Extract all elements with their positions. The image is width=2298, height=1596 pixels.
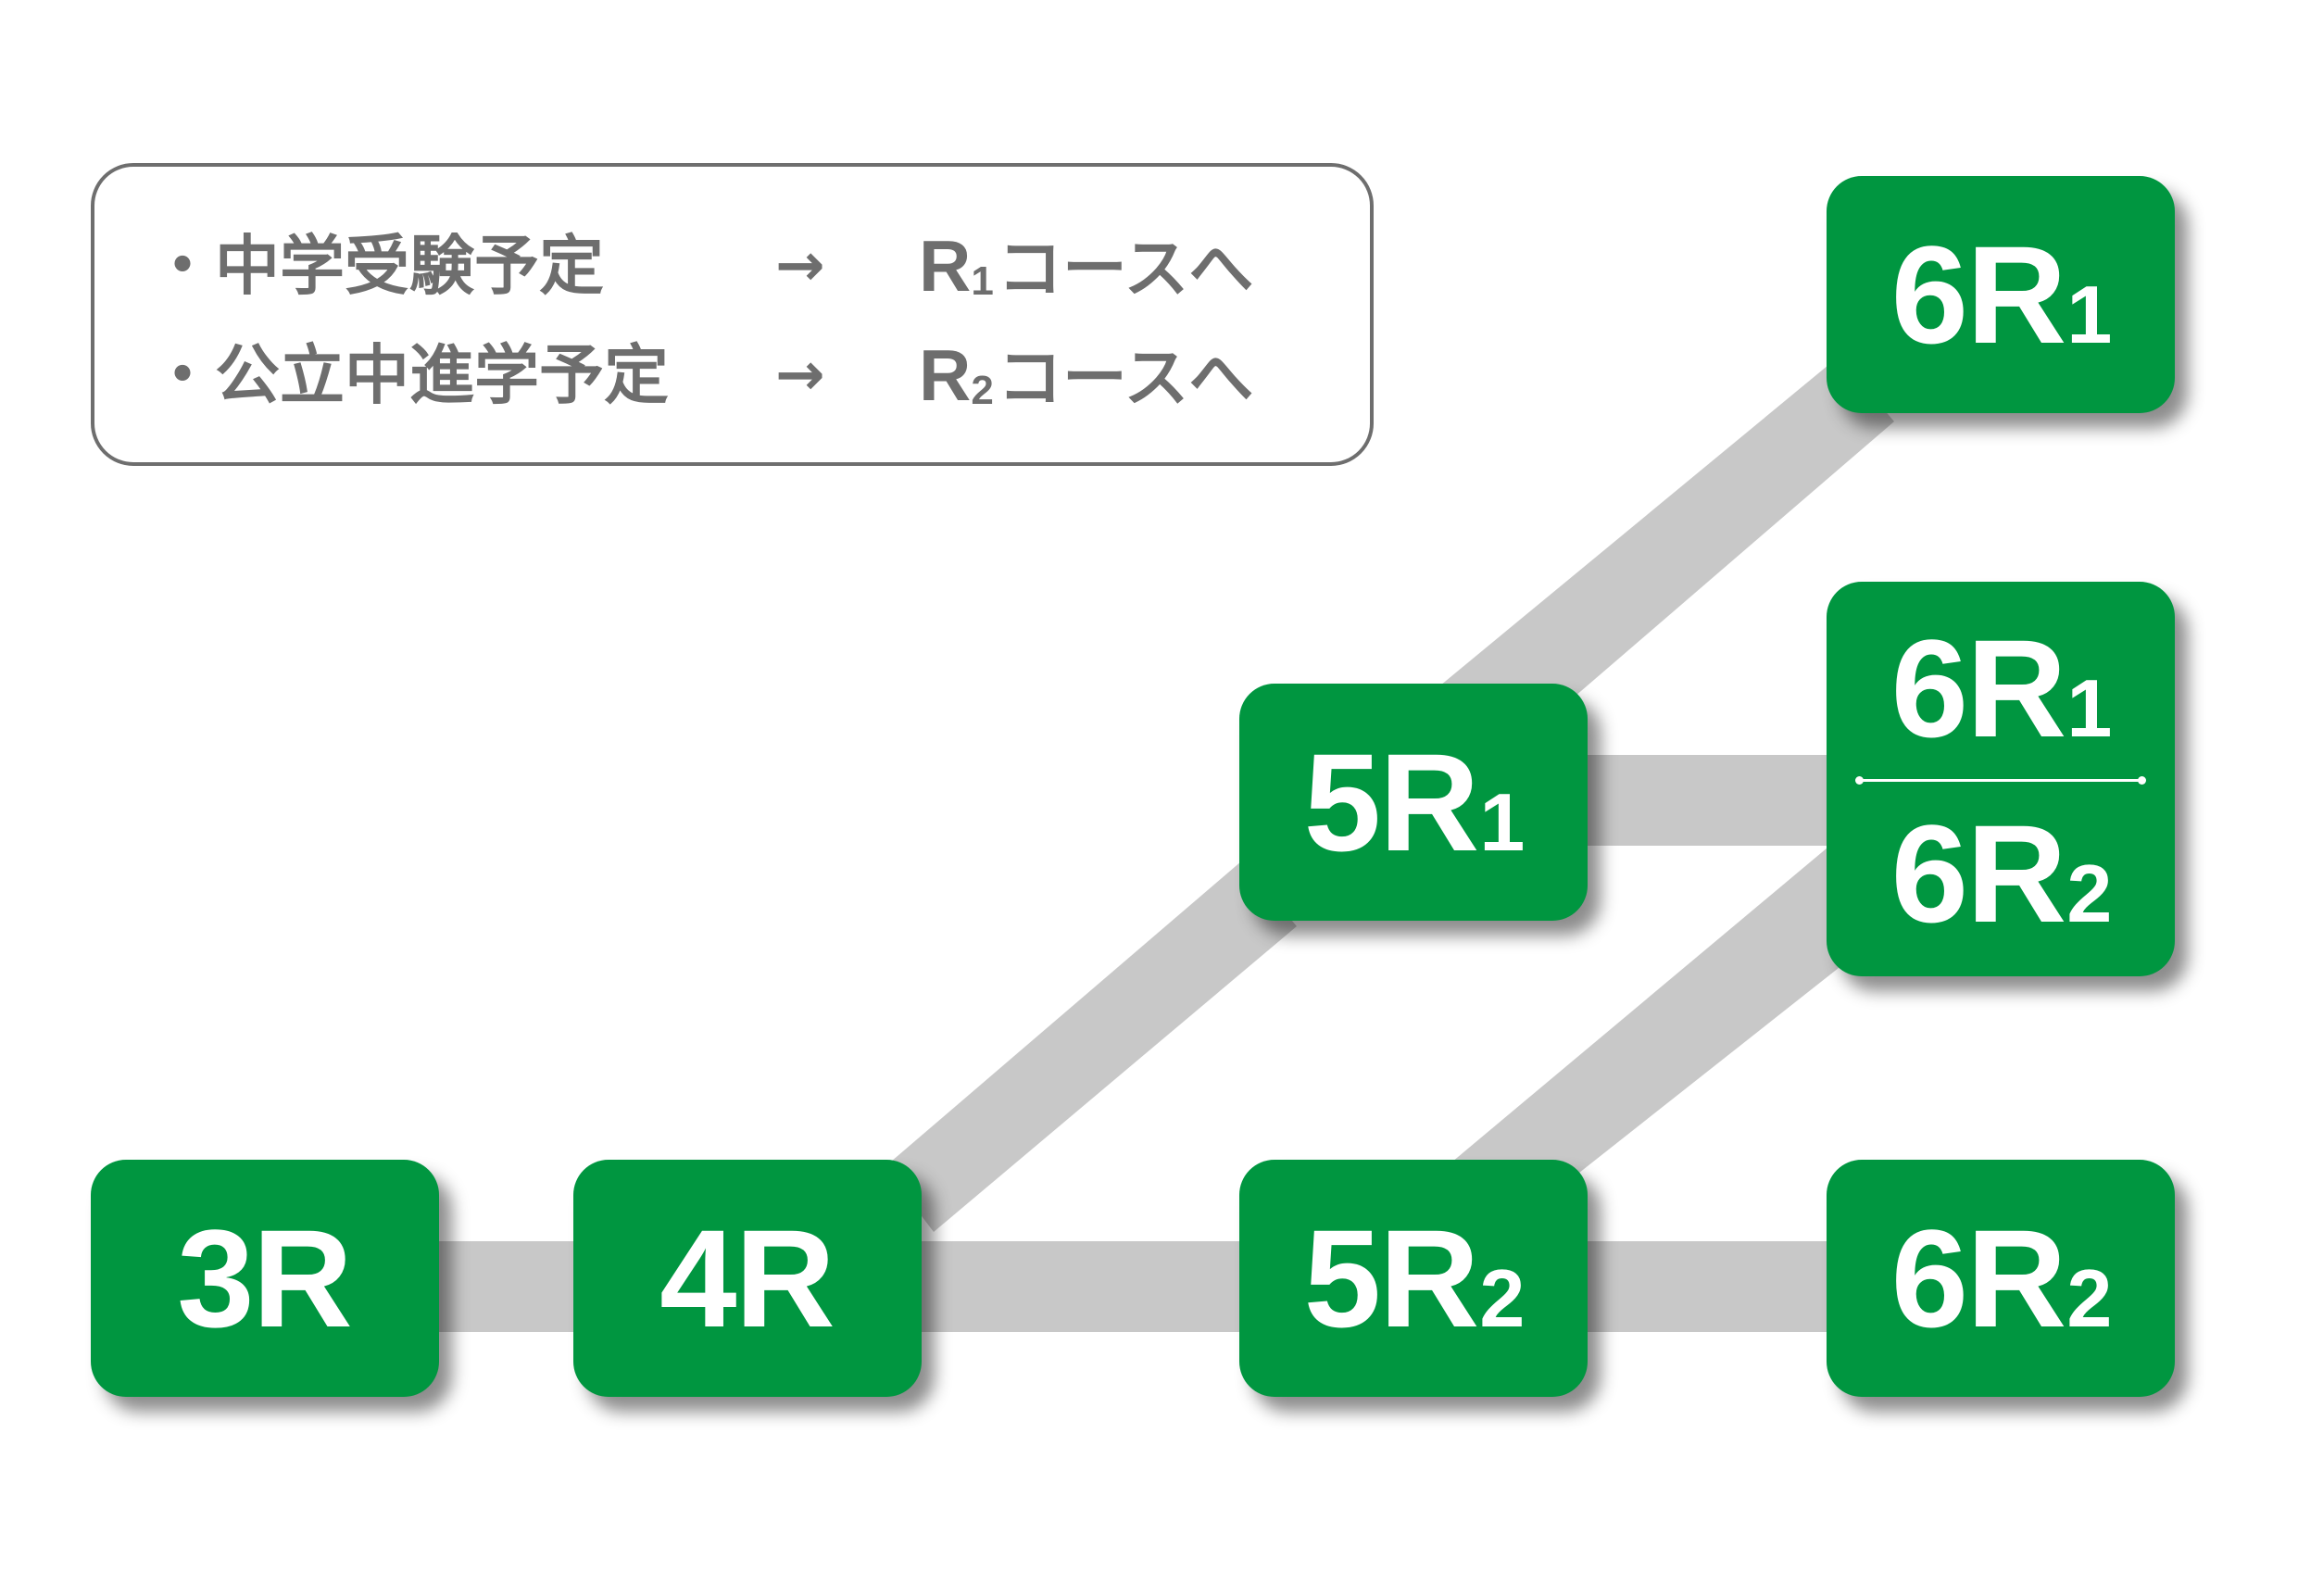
connector-4r-5r1 [885,861,1297,1232]
legend-row-exam: ・中学受験予定 → R1コースへ [94,224,1370,308]
node-sub-text: 2 [1479,1252,1525,1344]
arrow-icon: → [775,341,825,409]
node-label: 5R2 [1239,1209,1588,1348]
node-6r-mixed: 6R1 6R2 [1827,582,2175,976]
node-main-text: 3R [177,1200,353,1356]
legend-course-sub: 1 [971,258,994,304]
legend-course-r2: R2コースへ [919,333,1253,433]
node-main-text: 6R [1890,796,2067,951]
legend-row-public: ・公立中進学予定 → R2コースへ [94,333,1370,417]
node-sub-text: 1 [2066,662,2112,754]
connector-4r-5r2 [922,1241,1241,1332]
legend-course-suffix: コースへ [997,231,1254,307]
node-label: 6R2 [1827,1209,2175,1348]
node-sub-text: 1 [1479,776,1525,868]
legend-course-suffix: コースへ [997,340,1254,416]
legend-course-letter: R [919,225,972,307]
node-label: 4R [573,1209,922,1348]
legend-condition-public: ・公立中進学予定 [150,337,669,413]
node-main-text: 6R [1890,217,2067,372]
node-4r: 4R [573,1160,922,1397]
node-5r1: 5R1 [1239,684,1588,921]
node-sub-text: 1 [2066,269,2112,360]
node-sub-text: 2 [2066,1252,2112,1344]
legend-box: ・中学受験予定 → R1コースへ ・公立中進学予定 → R2コースへ [91,163,1374,466]
connector-5r1-6r1 [1440,357,1894,697]
connector-5r2-6r2 [1586,1241,1828,1332]
node-sub-text: 2 [2066,848,2112,939]
node-5r2: 5R2 [1239,1160,1588,1397]
node-main-text: 5R [1303,1200,1480,1356]
legend-course-letter: R [919,334,972,416]
connector-3r-4r [435,1241,579,1332]
node-6r1-top: 6R1 [1827,176,2175,413]
legend-course-sub: 2 [971,368,994,413]
arrow-icon: → [775,232,825,300]
node-label-lower: 6R2 [1827,804,2175,943]
node-main-text: 6R [1890,1200,2067,1356]
node-label: 5R1 [1239,733,1588,872]
connector-5r2-6mix [1440,838,1839,1176]
node-3r: 3R [91,1160,439,1397]
legend-course-r1: R1コースへ [919,224,1253,323]
node-divider [1855,776,2146,785]
node-main-text: 5R [1303,724,1480,880]
node-6r2-bottom: 6R2 [1827,1160,2175,1397]
node-main-text: 6R [1890,610,2067,766]
node-label: 3R [91,1209,439,1348]
connector-5r1-6mix [1586,755,1828,846]
node-main-text: 4R [659,1200,835,1356]
legend-condition-exam: ・中学受験予定 [150,228,604,304]
node-label: 6R1 [1827,225,2175,364]
node-label-upper: 6R1 [1827,619,2175,758]
